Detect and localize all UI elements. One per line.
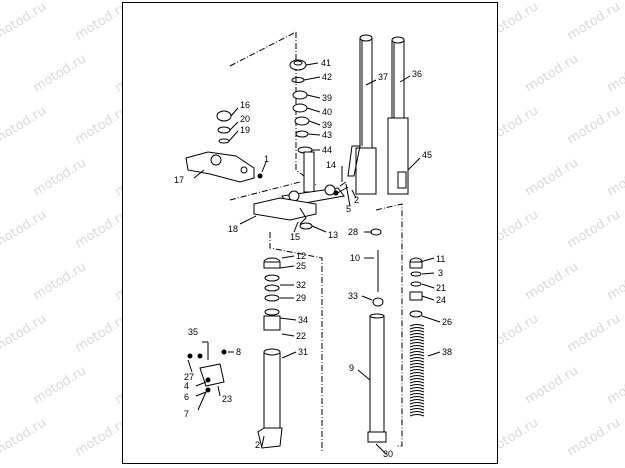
spring-38 [409,324,425,417]
label-28: 28 [348,227,358,237]
part-labels: 41 42 39 40 39 43 44 16 20 19 1 17 14 2 … [174,58,452,459]
label-40: 40 [322,107,332,117]
label-26: 26 [442,317,452,327]
seal-39a [292,90,308,100]
cap-16 [216,110,232,122]
label-2a: 2 [354,195,359,205]
slider-31 [257,348,283,449]
label-9: 9 [349,363,354,373]
label-13: 13 [328,230,338,240]
label-24: 24 [436,295,446,305]
label-22: 22 [296,331,306,341]
label-41: 41 [321,58,331,68]
label-17: 17 [174,175,184,185]
axis-right [375,203,403,447]
fork-tube-36 [387,36,409,195]
label-23: 23 [222,394,232,404]
label-18: 18 [228,224,238,234]
inner-tube-9 [367,313,387,443]
label-37: 37 [378,72,388,82]
label-27: 27 [184,372,194,382]
label-19: 19 [240,125,250,135]
label-3: 3 [438,268,443,278]
axis-left [269,232,323,452]
label-12: 12 [296,251,306,261]
washer-42 [291,77,305,83]
label-6: 6 [184,392,189,402]
seal-39b [294,116,310,126]
label-30: 30 [383,449,393,459]
spacer-20 [217,126,231,134]
handlebar-clamp-17 [185,151,255,183]
label-7: 7 [184,409,189,419]
label-43: 43 [322,130,332,140]
label-42: 42 [322,72,332,82]
label-45: 45 [422,150,432,160]
cable-guide-45 [397,166,409,189]
leader-lines [187,62,441,455]
label-16: 16 [240,100,250,110]
label-10: 10 [350,253,360,263]
label-5: 5 [346,204,351,214]
label-36: 36 [412,69,422,79]
label-25: 25 [296,261,306,271]
bearing-40 [292,103,308,113]
label-21: 21 [436,283,446,293]
washer-19 [218,138,230,144]
label-11: 11 [436,254,445,264]
label-2b: 2 [255,440,260,450]
label-20: 20 [240,114,250,124]
fork-tube-37 [355,34,377,195]
label-32: 32 [296,280,306,290]
label-38: 38 [442,347,452,357]
label-14: 14 [326,160,336,170]
label-34: 34 [298,315,308,325]
label-35: 35 [188,327,198,337]
label-39b: 39 [322,120,332,130]
label-1: 1 [264,154,269,164]
label-8: 8 [236,347,241,357]
label-15: 15 [290,232,300,242]
label-4: 4 [184,381,189,391]
bracket-left [229,181,301,201]
race-43 [295,130,309,138]
label-44: 44 [322,145,332,155]
label-33: 33 [348,291,358,301]
label-31: 31 [298,347,308,357]
label-39a: 39 [322,93,332,103]
lower-bracket-18 [253,197,317,221]
label-29: 29 [296,293,306,303]
